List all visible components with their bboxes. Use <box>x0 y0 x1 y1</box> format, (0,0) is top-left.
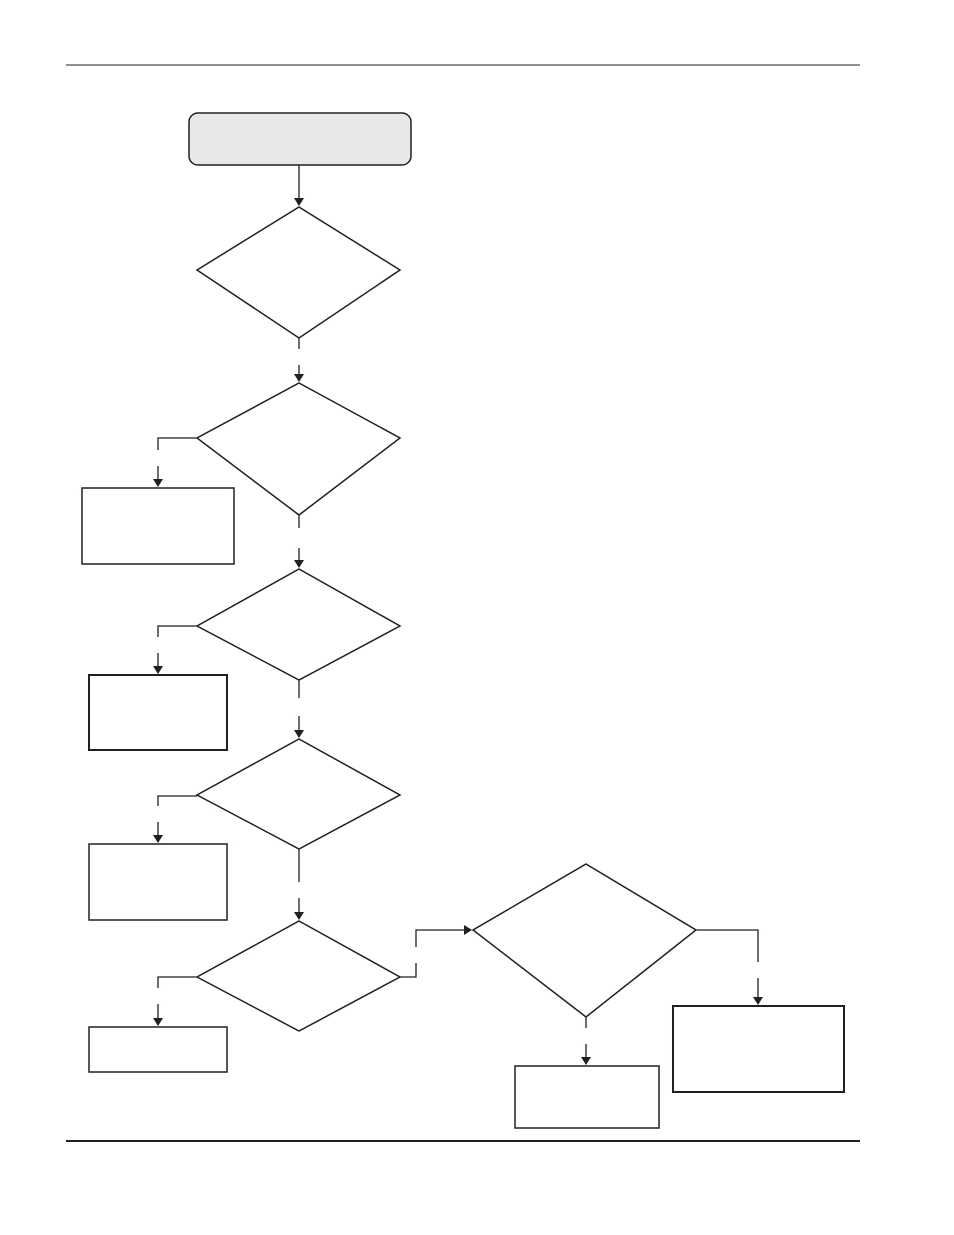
connector-d5-to-d6-arrow <box>415 925 472 947</box>
decision-5 <box>195 920 402 1032</box>
decision-4 <box>195 738 402 850</box>
decision-3 <box>195 568 402 681</box>
action-box-4 <box>88 1026 228 1073</box>
start-node <box>188 112 412 166</box>
action-box-1 <box>81 487 235 565</box>
connector-d2-to-action-1 <box>157 437 197 450</box>
connector-d3-to-action-2 <box>157 625 197 637</box>
connector-d5-to-action-4 <box>157 976 197 988</box>
action-box-3 <box>88 843 228 921</box>
decision-6 <box>471 863 698 1018</box>
connector-d6-to-action-6 <box>696 929 759 962</box>
connector-d4-to-action-3 <box>157 795 197 806</box>
decision-1 <box>195 206 402 339</box>
action-box-2 <box>88 674 228 751</box>
action-box-6 <box>672 1005 845 1093</box>
action-box-5 <box>514 1065 660 1129</box>
connector-d5-to-d6 <box>400 963 417 978</box>
